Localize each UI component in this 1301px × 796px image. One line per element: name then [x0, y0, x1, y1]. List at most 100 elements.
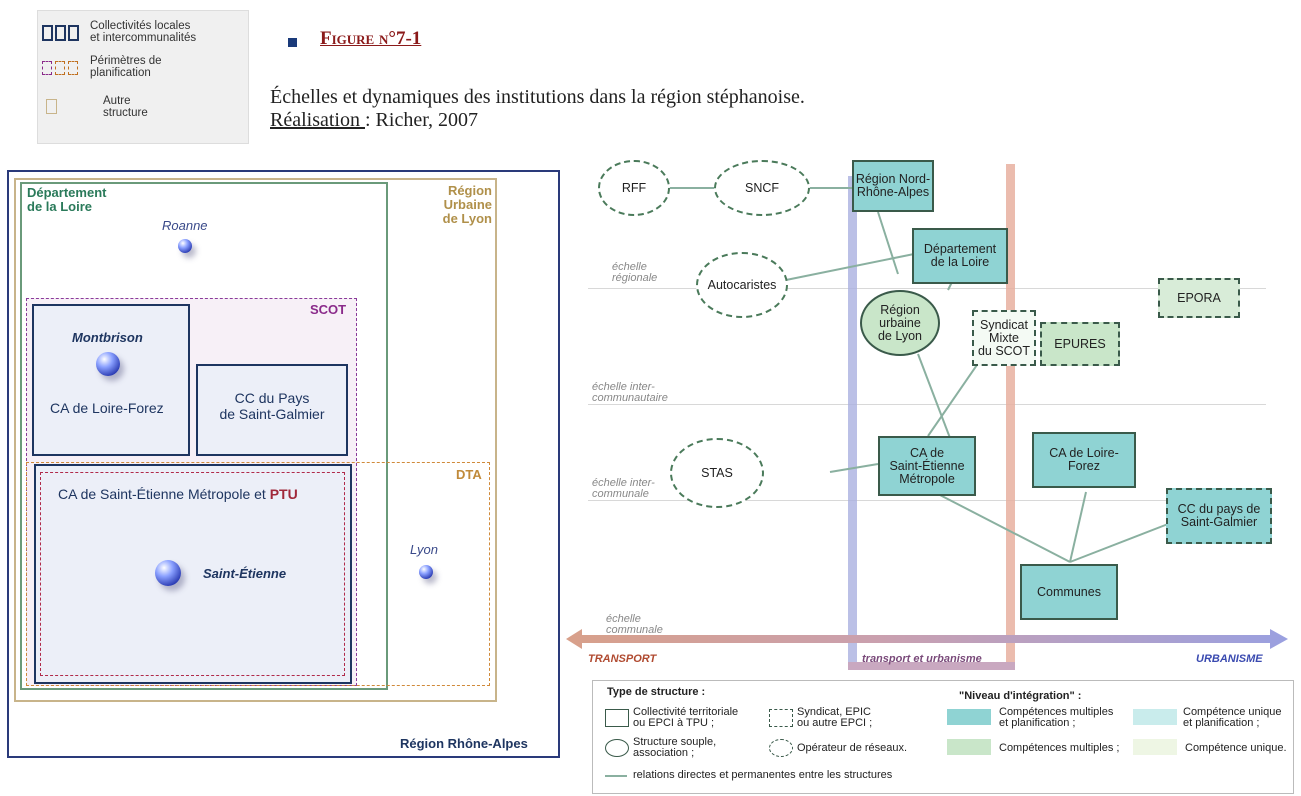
- legend-label: Périmètres de: [90, 55, 162, 67]
- ptu-perimeter: [40, 472, 345, 676]
- legend-comp-unique: Compétence unique.: [1185, 742, 1287, 754]
- legend-swatch-solid-2: [55, 25, 66, 41]
- legend-dashed-square: [769, 709, 793, 727]
- label-line: échelle inter-: [592, 381, 655, 393]
- legend-solid-square: [605, 709, 629, 727]
- node-label: Métropole: [899, 471, 955, 486]
- node-communes: Communes: [1020, 564, 1118, 620]
- credit-label: Réalisation: [270, 109, 365, 131]
- legend-comp-multi: Compétences multiples ;: [999, 742, 1120, 754]
- scale-label-intercommunale: échelle inter-communale: [592, 478, 655, 500]
- node-autocaristes: Autocaristes: [696, 252, 788, 318]
- node-label: Rhône-Alpes: [856, 185, 930, 199]
- node-label: urbaine: [879, 315, 921, 330]
- label-line: communale: [592, 488, 649, 500]
- label-line: association ;: [633, 747, 695, 759]
- legend-swatch-multi: [947, 739, 991, 755]
- label-line: Collectivité territoriale: [633, 706, 739, 718]
- label-line: et planification ;: [1183, 717, 1260, 729]
- transport-urbanisme-band-bottom: [848, 662, 1015, 670]
- node-label: CC du pays de: [1177, 502, 1261, 516]
- ca-loire-forez-box: [32, 304, 190, 456]
- node-label: Région: [880, 302, 920, 317]
- node-label: de la Loire: [930, 255, 990, 269]
- label-line: Département: [27, 185, 107, 200]
- legend-swatch-dashed-3: [68, 61, 78, 75]
- region-rhone-alpes-label: Région Rhône-Alpes: [400, 736, 528, 751]
- scale-line-regionale: [588, 288, 1266, 289]
- figure-credit: Réalisation : Richer, 2007: [270, 109, 478, 132]
- node-sncf: SNCF: [714, 160, 810, 216]
- cc-pays-label: CC du Pays de Saint-Galmier: [196, 390, 348, 422]
- axis-label-urbanisme: URBANISME: [1196, 653, 1263, 665]
- structure-legend: Collectivités locales et intercommunalit…: [37, 10, 249, 144]
- label-line: Compétence unique: [1183, 706, 1282, 718]
- scale-line-intercommunale: [588, 500, 1266, 501]
- node-label: Saint-Étienne: [889, 458, 965, 473]
- legend-operateur: Opérateur de réseaux.: [797, 742, 908, 754]
- label-line: communale: [606, 624, 663, 636]
- ca-loire-forez-label: CA de Loire-Forez: [50, 400, 164, 416]
- roanne-label: Roanne: [162, 218, 208, 233]
- node-region-nord-rhone-alpes: Région Nord-Rhône-Alpes: [852, 160, 934, 212]
- label-line: échelle: [612, 261, 647, 273]
- node-label: Syndicat: [980, 317, 1028, 332]
- legend-type-title: Type de structure :: [607, 686, 706, 698]
- transport-urbanisme-band-left: [848, 176, 857, 670]
- saint-etienne-label: Saint-Étienne: [203, 566, 287, 581]
- legend-item-autre: Autre structure: [103, 95, 148, 119]
- bullet-icon: [288, 38, 297, 47]
- node-label: Autocaristes: [707, 277, 777, 292]
- montbrison-label: Montbrison: [72, 330, 143, 345]
- legend-dashed-ellipse: [769, 739, 793, 757]
- legend-item-perimetres: Périmètres de planification: [90, 55, 162, 79]
- node-rff: RFF: [598, 160, 670, 216]
- legend-label: Autre: [103, 95, 131, 107]
- legend-swatch-solid-1: [42, 25, 53, 41]
- node-epora: EPORA: [1158, 278, 1240, 318]
- axis-label-transport: TRANSPORT: [588, 653, 657, 665]
- saint-etienne-marker: [155, 560, 181, 586]
- node-label: CA de: [909, 445, 945, 460]
- legend-label: planification: [90, 67, 151, 79]
- legend-swatch-dashed-1: [42, 61, 52, 75]
- lyon-marker: [419, 565, 433, 579]
- legend-swatch-unique-planif: [1133, 709, 1177, 725]
- scale-label-intercommunautaire: échelle inter-communautaire: [592, 382, 668, 404]
- label-line: Région: [447, 183, 492, 198]
- label-line: échelle inter-: [592, 477, 655, 489]
- roanne-marker: [178, 239, 192, 253]
- node-label: RFF: [621, 180, 647, 195]
- label-line: échelle: [606, 613, 641, 625]
- label-line: Structure souple,: [633, 736, 717, 748]
- scale-line-intercommunautaire: [588, 404, 1266, 405]
- legend-niveau-title: "Niveau d'intégration" :: [959, 690, 1082, 702]
- node-label: EPORA: [1177, 290, 1221, 305]
- node-label: Région Nord-: [855, 172, 931, 186]
- node-label: Communes: [1037, 584, 1101, 599]
- label-text: CA de Saint-Étienne Métropole et: [58, 486, 270, 502]
- label-line: régionale: [612, 272, 658, 284]
- label-line: ou EPCI à TPU ;: [633, 717, 715, 729]
- structure-type-legend: Type de structure : Collectivité territo…: [592, 680, 1294, 794]
- figure-title: Figure n°7-1: [320, 28, 422, 49]
- legend-item-collectivites: Collectivités locales et intercommunalit…: [90, 20, 196, 44]
- cc-pays-saint-galmier-box: [196, 364, 348, 456]
- legend-swatch-solid-3: [68, 25, 79, 41]
- axis-label-transport-urbanisme: transport et urbanisme: [862, 653, 982, 665]
- legend-swatch-unique: [1133, 739, 1177, 755]
- legend-label: Collectivités locales: [90, 20, 191, 32]
- label-line: CC du Pays: [234, 390, 310, 406]
- node-ca-loire-forez: CA de Loire-Forez: [1032, 432, 1136, 488]
- legend-souple: Structure souple,association ;: [633, 737, 716, 759]
- node-label: de Lyon: [877, 328, 923, 343]
- node-label: Mixte: [989, 330, 1019, 345]
